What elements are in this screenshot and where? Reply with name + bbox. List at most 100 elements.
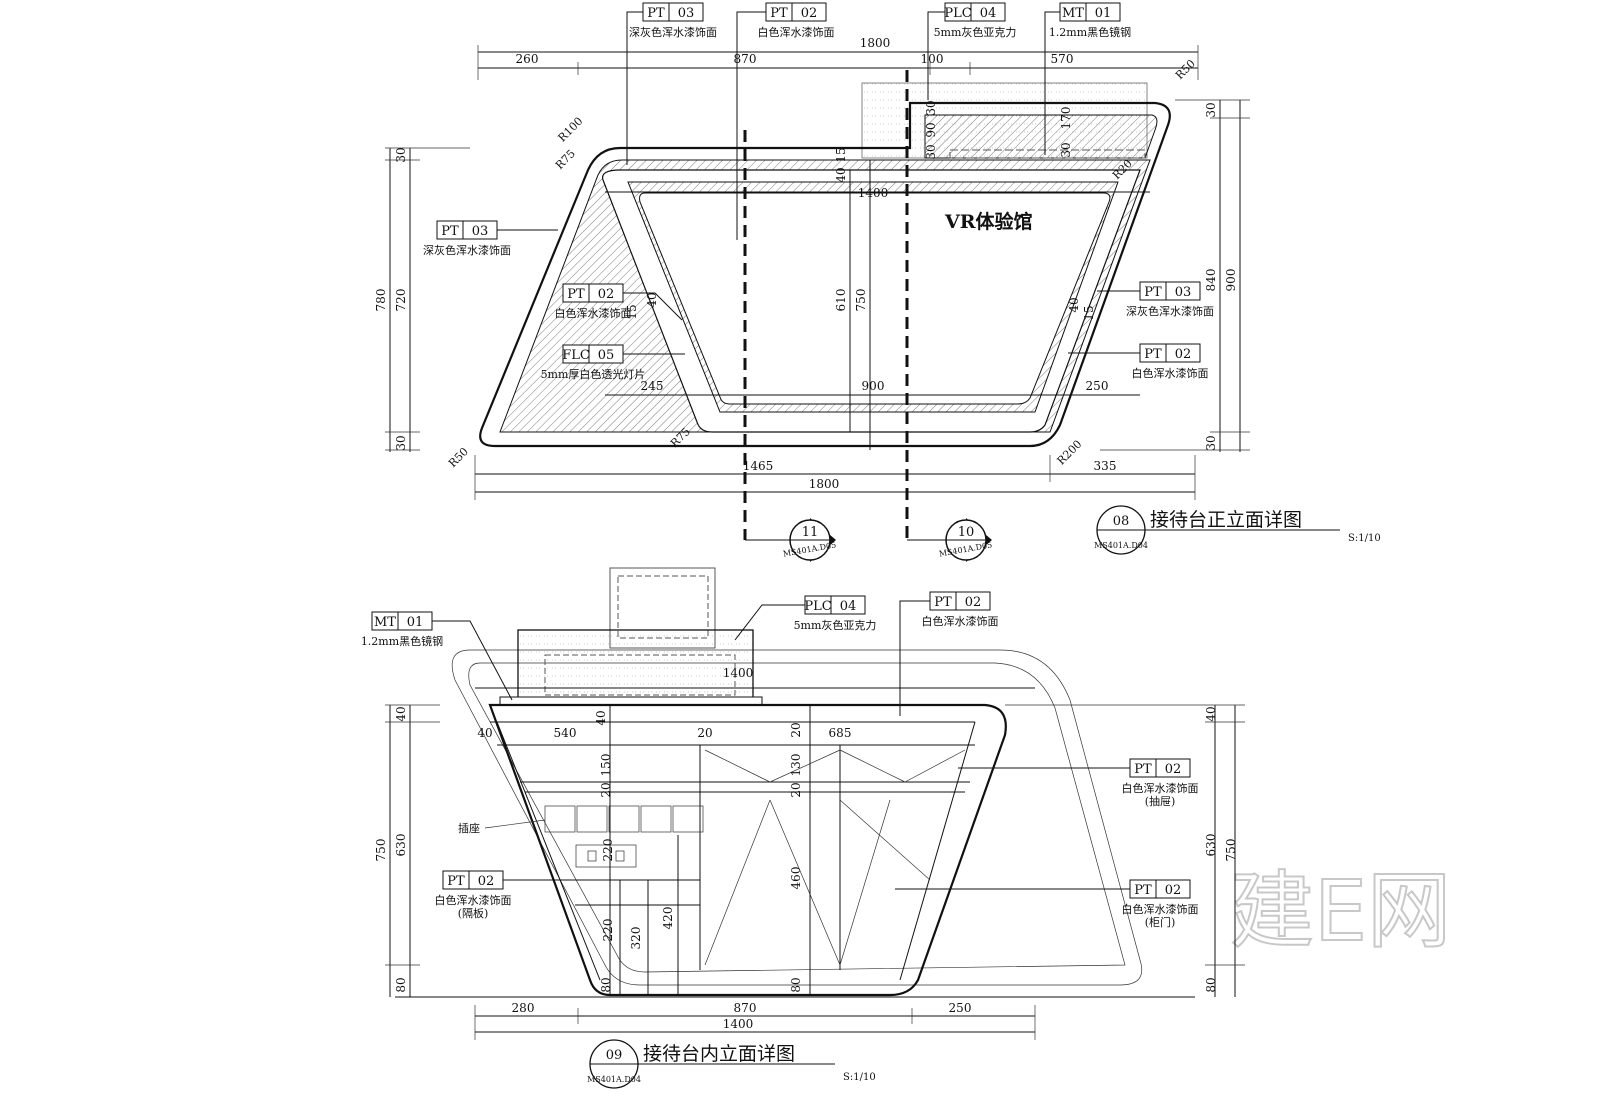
material-code: PT (567, 287, 585, 302)
dimension-label: 870 (734, 1001, 757, 1015)
dimension-label: 630 (394, 834, 408, 857)
dimension-label: 750 (374, 839, 388, 862)
material-description: 5mm灰色亚克力 (934, 25, 1017, 39)
radius-label: R100 (556, 115, 586, 145)
leader-line (623, 292, 683, 321)
dimension-label: 30 (1204, 435, 1218, 450)
dimension-label: 245 (641, 379, 664, 393)
dimension-label: 90 (924, 122, 938, 137)
monitor-screen (617, 575, 709, 639)
steel-base (499, 696, 763, 706)
dimension-label: 420 (661, 907, 675, 930)
material-description: 深灰色浑水漆饰面 (423, 243, 511, 257)
dimension-label: 1400 (723, 666, 754, 680)
dimension-label: 1800 (860, 36, 891, 50)
material-code: PLC (804, 599, 831, 614)
dimension-label: 30 (394, 435, 408, 450)
counter-body (488, 703, 1007, 997)
drawing-title: 接待台正立面详图 (1150, 509, 1302, 531)
dimension-label: 260 (516, 52, 539, 66)
dimension-label: 150 (599, 754, 613, 777)
material-number: 05 (598, 348, 615, 363)
dimension-label: 130 (789, 754, 803, 777)
material-description: 白色浑水漆饰面 (435, 893, 512, 907)
dimension-label: 610 (834, 289, 848, 312)
material-code: PT (447, 874, 465, 889)
section-marker-10[interactable]: 10 MS401A.D05 (938, 518, 993, 562)
dimension-label: 20 (697, 726, 712, 740)
material-code: MT (1062, 6, 1084, 21)
dimension-label: 720 (394, 289, 408, 312)
dimension-label: 30 (924, 100, 938, 115)
dimension-label: 460 (789, 867, 803, 890)
dimension-label: 1800 (809, 477, 840, 491)
sheet-ref: MS401A.D04 (1094, 541, 1148, 550)
section-marker-11[interactable]: 11 MS401A.D05 (782, 518, 837, 562)
leader-line (1044, 11, 1060, 155)
top-cap-hatch (924, 114, 1158, 159)
material-callout-mt-01[interactable]: MT 01 1.2mm黑色镜钢 (1044, 2, 1131, 155)
dimension-label: 685 (829, 726, 852, 740)
inner-title-block: 09 MS401A.D04 接待台内立面详图 S:1/10 (587, 1039, 876, 1089)
material-description: 1.2mm黑色镜钢 (361, 634, 443, 648)
material-number: 04 (840, 599, 857, 614)
material-number: 02 (598, 287, 615, 302)
material-code: PT (647, 6, 665, 21)
material-location: (柜门) (1145, 915, 1176, 929)
material-description: 5mm厚白色透光灯片 (541, 367, 646, 381)
material-number: 04 (980, 6, 997, 21)
dimension-label: 1400 (858, 186, 889, 200)
material-callout-plc-04[interactable]: PLC 04 5mm灰色亚克力 (927, 2, 1017, 100)
sheet-ref: MS401A.D04 (587, 1075, 641, 1084)
inner-elevation: 插座 (385, 567, 1245, 1040)
dimension-label: 20 (789, 722, 803, 737)
dimension-label: 20 (599, 782, 613, 797)
dimension-label: 335 (1094, 459, 1117, 473)
leader-line (734, 604, 805, 641)
dimension-label: 780 (374, 289, 388, 312)
dimension-label: 750 (854, 289, 868, 312)
front-title-block: 08 MS401A.D04 接待台正立面详图 S:1/10 (1094, 505, 1381, 555)
drawing-number: 08 (1113, 514, 1130, 529)
leader-line (432, 620, 513, 701)
leader-line (736, 11, 766, 240)
outer-shell (479, 101, 1171, 448)
dimension-label: 40 (394, 706, 408, 721)
dimension-label: 30 (394, 147, 408, 162)
drawing-scale: S:1/10 (843, 1072, 876, 1083)
dimension-label: 100 (921, 52, 944, 66)
material-number: 02 (1165, 762, 1182, 777)
material-code: FLC (562, 348, 590, 363)
material-callout-flc-05[interactable]: FLC 05 5mm厚白色透光灯片 (541, 344, 685, 381)
radius-label: R200 (1055, 438, 1085, 468)
dimension-label: 40 (834, 167, 848, 182)
material-code: MT (374, 615, 396, 630)
material-number: 02 (965, 595, 982, 610)
socket-label: 插座 (458, 821, 480, 835)
dimension-label: 750 (1224, 839, 1238, 862)
material-number: 01 (1095, 6, 1112, 21)
dimension-label: 1400 (723, 1017, 754, 1031)
dimension-label: 40 (1204, 706, 1218, 721)
leader-line (927, 11, 945, 100)
material-code: PT (1144, 347, 1162, 362)
dimension-label: 540 (554, 726, 577, 740)
material-code: PLC (944, 6, 971, 21)
dimension-label: 250 (949, 1001, 972, 1015)
dimension-label: 40 (645, 292, 659, 307)
material-description: 1.2mm黑色镜钢 (1049, 25, 1131, 39)
